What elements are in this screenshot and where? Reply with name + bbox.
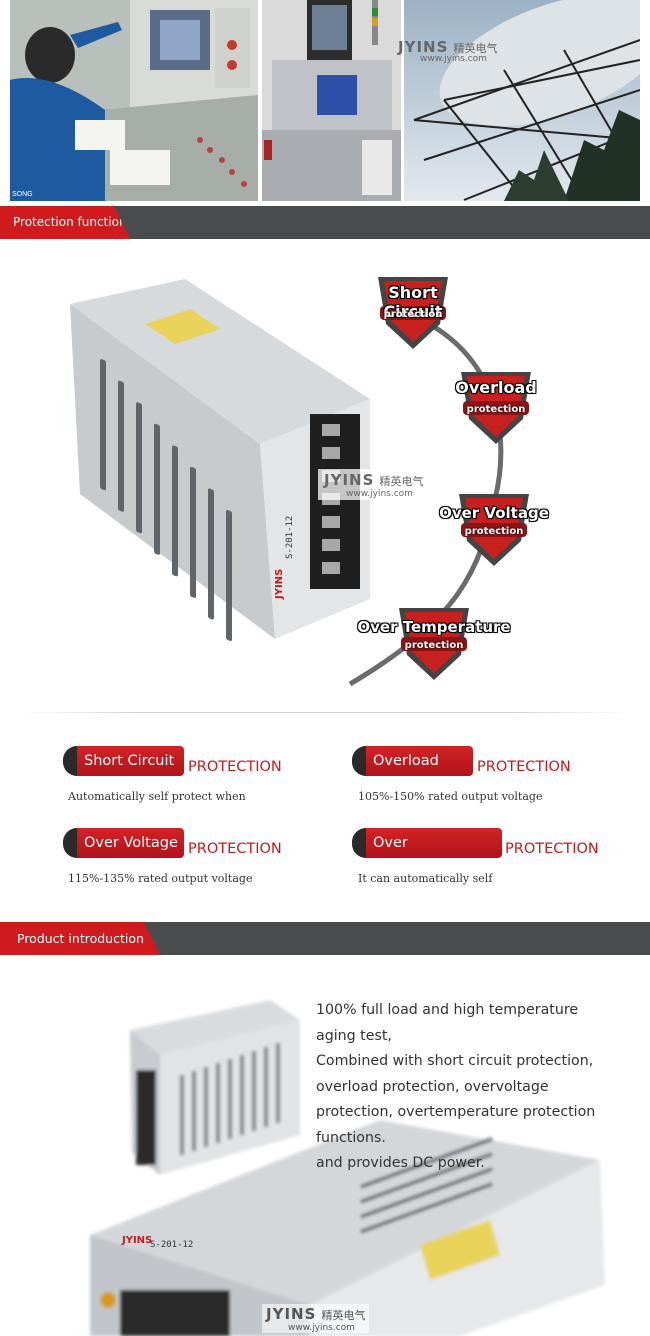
watermark-url: www.jyins.com (420, 54, 487, 64)
section-title: Product introduction (0, 922, 160, 955)
intro-line: 100% full load and high temperature agin… (316, 1002, 579, 1044)
section-header-protection: Protection function (0, 206, 650, 239)
protection-word: PROTECTION (505, 841, 599, 857)
psu-brand-label: JYINS (274, 569, 285, 600)
divider (22, 712, 628, 713)
protection-word: PROTECTION (188, 841, 282, 857)
section-title: Protection function (0, 206, 130, 239)
intro-text: 100% full load and high temperature agin… (316, 998, 616, 1177)
shield-over-voltage: Over Voltage protection (439, 486, 549, 568)
protection-desc: It can automatically self (358, 872, 493, 885)
shield-icon (459, 494, 529, 566)
watermark-brand-cn: 精英电气 (453, 42, 498, 55)
watermark-url: www.jyins.com (288, 1323, 355, 1333)
shield-icon (378, 277, 448, 349)
protection-desc: Automatically self protect when (68, 790, 246, 803)
shield-subtitle: protection (464, 526, 524, 537)
watermark-brand: JYINS (324, 471, 375, 489)
watermark-url: www.jyins.com (346, 489, 413, 499)
protection-label-short-circuit: Short Circuit (63, 746, 184, 776)
satellite-dish-photo (404, 0, 640, 201)
shield-subtitle: protection (383, 309, 443, 320)
product-photo: JYINS S-201-12 (90, 1000, 605, 1336)
photo-caption: SONG (12, 191, 33, 198)
satellite-dish-illustration (404, 0, 640, 201)
shield-short-circuit: Short Circuit protection (358, 269, 468, 351)
power-supply-image: JYINS S-201-12 (70, 279, 370, 642)
psu-model-label: S-201-12 (285, 516, 295, 559)
protection-graphic: JYINS S-201-12 JYINS 精英电气 www.jyins.com … (0, 239, 650, 709)
intro-line: and provides DC power. (316, 1155, 485, 1171)
shield-title: Over Temperature (357, 618, 511, 636)
intro-watermark: JYINS 精英电气 www.jyins.com (262, 1304, 370, 1333)
psu-brand-label: JYINS (121, 1235, 152, 1246)
shield-title: Overload (455, 378, 537, 397)
banner-watermark: JYINS 精英电气 www.jyins.com (398, 37, 497, 64)
control-room-illustration: SONG (10, 0, 258, 201)
product-watermark: JYINS 精英电气 www.jyins.com (318, 469, 430, 500)
shield-over-temperature: Over Temperature protection (357, 600, 511, 682)
shield-subtitle: protection (404, 640, 464, 651)
machine-photo (262, 0, 401, 201)
shield-icon (399, 608, 469, 680)
protection-desc: 115%-135% rated output voltage (68, 872, 253, 885)
protection-label-over-voltage: Over Voltage (63, 828, 184, 858)
shield-subtitle: protection (466, 404, 526, 415)
banner-photos: SONG (0, 0, 650, 203)
shield-overload: Overload protection (441, 364, 551, 446)
protection-label-over-temperature: Over Temperature (352, 828, 502, 881)
shield-title: Over Voltage (439, 504, 549, 522)
watermark-brand: JYINS (398, 38, 449, 56)
watermark-brand-cn: 精英电气 (321, 1309, 366, 1322)
watermark-brand: JYINS (266, 1305, 317, 1323)
machine-illustration (262, 0, 401, 201)
protection-word: PROTECTION (477, 759, 571, 775)
control-room-photo: SONG (10, 0, 258, 201)
protection-desc: 105%-150% rated output voltage (358, 790, 543, 803)
shield-title: Short Circuit (383, 283, 443, 321)
shield-icon (461, 372, 531, 444)
watermark-brand-cn: 精英电气 (379, 475, 424, 488)
protection-word: PROTECTION (188, 759, 282, 775)
protection-label-overload: Overload (352, 746, 473, 776)
section-header-intro: Product introduction (0, 922, 650, 955)
psu-model-label: S-201-12 (150, 1240, 193, 1250)
intro-line: Combined with short circuit protection, … (316, 1053, 596, 1146)
